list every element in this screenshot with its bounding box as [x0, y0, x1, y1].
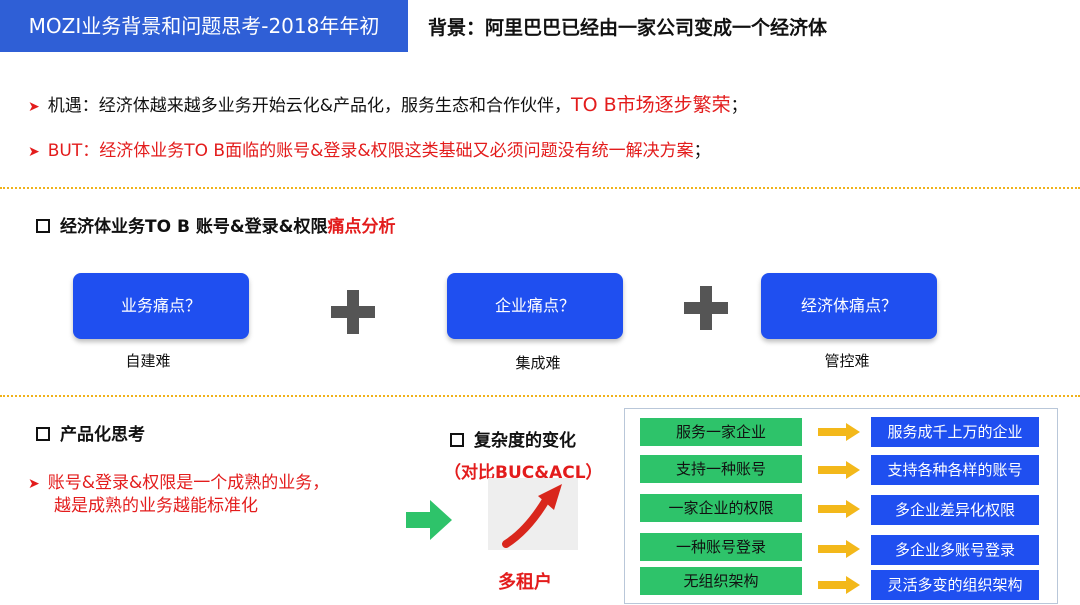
pain-title-text: 经济体业务TO B 账号&登录&权限 [60, 217, 328, 237]
trend-graphic [488, 478, 578, 550]
to-item-4: 多企业多账号登录 [871, 535, 1039, 565]
red-arrow-bullet-icon: ➤ [28, 99, 40, 115]
from-item-2: 支持一种账号 [640, 455, 802, 483]
pain-section-title: 经济体业务TO B 账号&登录&权限痛点分析 [36, 212, 396, 237]
from-item-3: 一家企业的权限 [640, 494, 802, 522]
business-pain-label: 业务痛点？ [120, 296, 201, 315]
divider-top [0, 187, 1080, 189]
business-pain-caption: 自建难 [125, 352, 171, 370]
red-arrow-bullet-icon: ➤ [28, 144, 40, 160]
product-bullet: ➤ 账号&登录&权限是一个成熟的业务， [28, 472, 329, 495]
enterprise-pain-caption: 集成难 [515, 354, 561, 372]
multi-tenant-label: 多租户 [498, 572, 552, 593]
complexity-title-text: 复杂度的变化 [474, 431, 576, 451]
yellow-arrow-icon [818, 500, 860, 518]
from-item-4: 一种账号登录 [640, 533, 802, 561]
opportunity-suffix: ； [730, 96, 748, 116]
from-item-1: 服务一家企业 [640, 418, 802, 446]
to-item-1: 服务成千上万的企业 [871, 417, 1039, 447]
yellow-arrow-icon [818, 423, 860, 441]
opportunity-highlight: TO B市场逐步繁荣 [571, 94, 731, 116]
but-suffix: ； [693, 141, 711, 161]
square-bullet-icon [36, 427, 50, 441]
red-trend-arrow-icon [502, 484, 562, 548]
to-item-5: 灵活多变的组织架构 [871, 570, 1039, 600]
pain-title-highlight: 痛点分析 [327, 217, 396, 237]
divider-middle [0, 395, 1080, 397]
slide-title: MOZI业务背景和问题思考-2018年年初 [28, 14, 380, 38]
product-title-text: 产品化思考 [60, 425, 145, 445]
square-bullet-icon [450, 433, 464, 447]
business-pain-box: 业务痛点？ [73, 273, 249, 339]
from-item-5: 无组织架构 [640, 567, 802, 595]
slide-title-bar: MOZI业务背景和问题思考-2018年年初 [0, 0, 408, 52]
yellow-arrow-icon [818, 576, 860, 594]
yellow-arrow-icon [818, 540, 860, 558]
economy-pain-box: 经济体痛点？ [761, 273, 937, 339]
yellow-arrow-icon [818, 461, 860, 479]
green-arrow-icon [406, 500, 452, 540]
opportunity-bullet: ➤ 机遇：经济体越来越多业务开始云化&产品化，服务生态和合作伙伴，TO B市场逐步… [28, 94, 748, 118]
but-bullet: ➤ BUT：经济体业务TO B面临的账号&登录&权限这类基础又必须问题没有统一解决… [28, 140, 711, 163]
red-arrow-bullet-icon: ➤ [28, 476, 40, 492]
enterprise-pain-label: 企业痛点？ [494, 296, 575, 315]
but-text: 经济体业务TO B面临的账号&登录&权限这类基础又必须问题没有统一解决方案 [99, 141, 694, 161]
square-bullet-icon [36, 219, 50, 233]
economy-pain-caption: 管控难 [824, 352, 870, 370]
plus-icon [684, 286, 728, 330]
product-section-title: 产品化思考 [36, 420, 145, 445]
enterprise-pain-box: 企业痛点？ [447, 273, 623, 339]
opportunity-text: 机遇：经济体越来越多业务开始云化&产品化，服务生态和合作伙伴， [47, 96, 571, 116]
product-line-2: 越是成熟的业务越能标准化 [54, 496, 258, 516]
product-line-1: 账号&登录&权限是一个成熟的业务， [47, 473, 330, 493]
plus-icon [331, 290, 375, 334]
to-item-3: 多企业差异化权限 [871, 495, 1039, 525]
to-item-2: 支持各种各样的账号 [871, 455, 1039, 485]
economy-pain-label: 经济体痛点？ [800, 296, 897, 315]
background-heading: 背景：阿里巴巴已经由一家公司变成一个经济体 [428, 17, 828, 39]
but-prefix: BUT： [47, 141, 100, 161]
complexity-section-title: 复杂度的变化 [450, 426, 576, 451]
